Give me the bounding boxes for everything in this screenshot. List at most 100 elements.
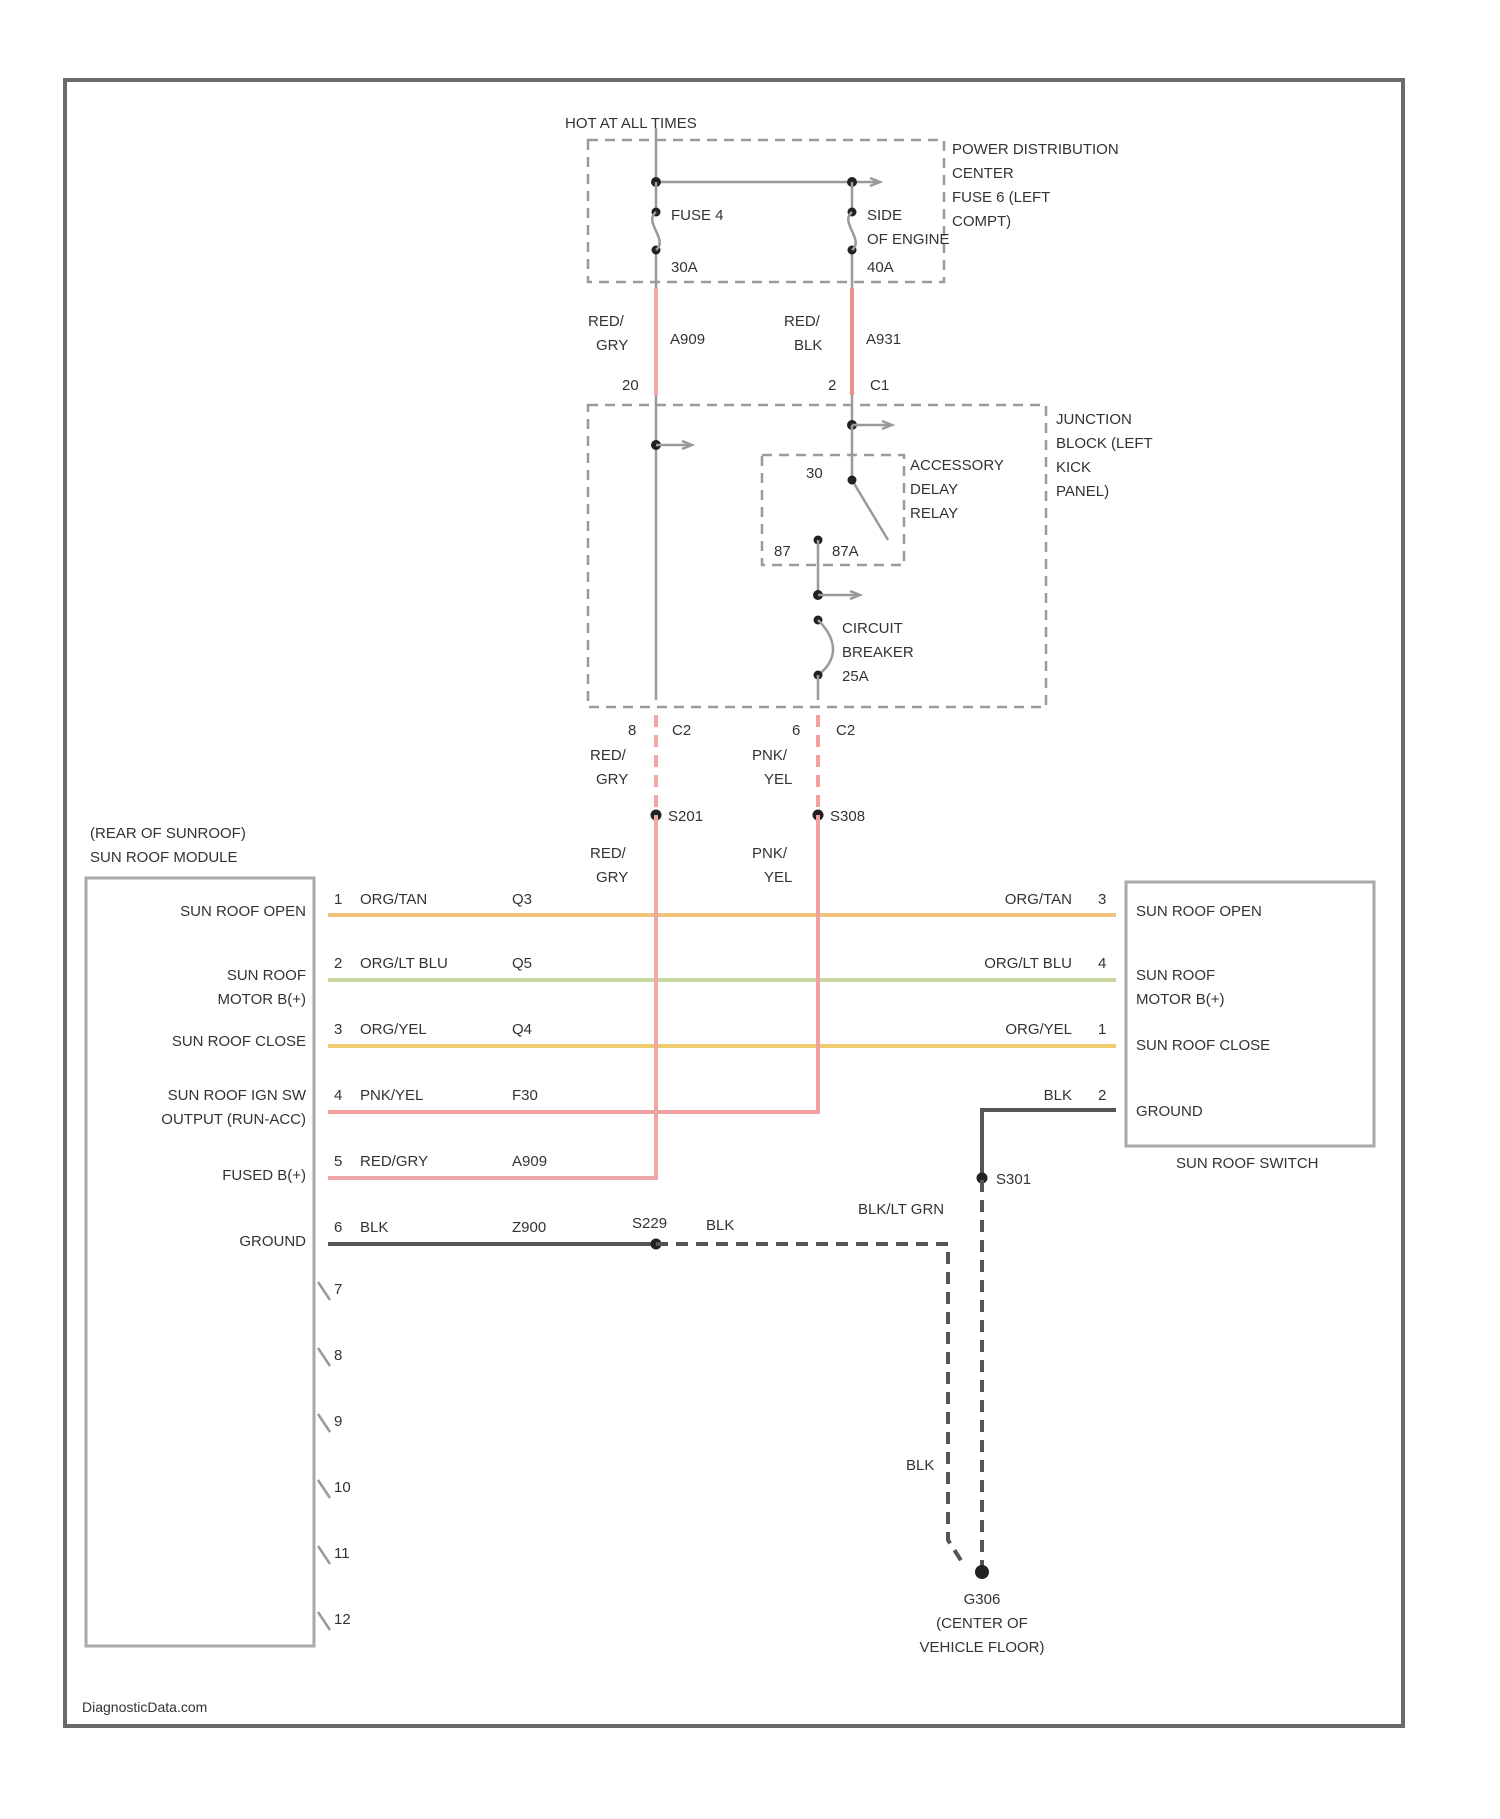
module-pin3-circuit: Q4 <box>512 1021 532 1038</box>
footer-watermark: DiagnosticData.com <box>82 1699 207 1715</box>
feed-left-circuit: A909 <box>670 331 705 348</box>
relay-label-line-3: RELAY <box>910 505 958 522</box>
relay-label-line-1: ACCESSORY <box>910 457 1004 474</box>
module-title-line-2: SUN ROOF MODULE <box>90 849 238 866</box>
module-pin4-num: 4 <box>334 1087 342 1104</box>
feed-right-pin: 2 <box>828 377 836 394</box>
lower-left-color-2: GRY <box>596 771 628 788</box>
module-pin4-name-1: SUN ROOF IGN SW <box>168 1087 307 1104</box>
module-pin3-name: SUN ROOF CLOSE <box>172 1033 306 1050</box>
g306-label-line-2: (CENTER OF <box>936 1615 1028 1632</box>
blk-label-b: BLK <box>906 1457 934 1474</box>
breaker-arrow <box>818 591 860 599</box>
switch-pin4-color: ORG/LT BLU <box>984 955 1072 972</box>
ground-point-g306 <box>975 1565 989 1579</box>
switch-pin2-num: 2 <box>1098 1087 1106 1104</box>
module-title-line-1: (REAR OF SUNROOF) <box>90 825 246 842</box>
lower-right-color2-1: PNK/ <box>752 845 788 862</box>
feed-wires: RED/ GRY A909 RED/ BLK A931 20 2 C1 <box>588 288 901 395</box>
module-pin11-num: 11 <box>334 1545 350 1562</box>
switch-pin1-name: SUN ROOF CLOSE <box>1136 1037 1270 1054</box>
lower-left-connector: C2 <box>672 722 691 739</box>
switch-pin4-num: 4 <box>1098 955 1106 972</box>
fuse4-label: FUSE 4 <box>671 207 724 224</box>
g306-label-line-1: G306 <box>964 1591 1001 1608</box>
splice-s308-label: S308 <box>830 808 865 825</box>
switch-title: SUN ROOF SWITCH <box>1176 1155 1319 1172</box>
module-pin2-num: 2 <box>334 955 342 972</box>
relay-pivot <box>848 476 857 485</box>
feed-left-color-2: GRY <box>596 337 628 354</box>
switch-pin4-name-2: MOTOR B(+) <box>1136 991 1224 1008</box>
module-pin5-color: RED/GRY <box>360 1153 428 1170</box>
switch-pin2-color: BLK <box>1044 1087 1072 1104</box>
feed-right-circuit: A931 <box>866 331 901 348</box>
module-pin6-color: BLK <box>360 1219 388 1236</box>
junction-title-line-2: BLOCK (LEFT <box>1056 435 1153 452</box>
pdc-title-line-4: COMPT) <box>952 213 1011 230</box>
relay-feed-arrow <box>852 421 892 429</box>
module-pin2-color: ORG/LT BLU <box>360 955 448 972</box>
fuse4-rating: 30A <box>671 259 698 276</box>
junction-block: JUNCTION BLOCK (LEFT KICK PANEL) ACCESSO… <box>588 395 1153 707</box>
module-pin7-num: 7 <box>334 1281 342 1298</box>
module-pin6-circuit: Z900 <box>512 1219 546 1236</box>
wire-blk-dashed <box>656 1244 962 1562</box>
module-pin12-num: 12 <box>334 1611 351 1628</box>
feed-right-color-2: BLK <box>794 337 822 354</box>
blk-lt-grn-label: BLK/LT GRN <box>858 1201 944 1218</box>
jb-left-arrow <box>656 441 692 449</box>
g306-label-line-3: VEHICLE FLOOR) <box>919 1639 1044 1656</box>
module-pin1-name: SUN ROOF OPEN <box>180 903 306 920</box>
lower-right-pin: 6 <box>792 722 800 739</box>
module-pin2-circuit: Q5 <box>512 955 532 972</box>
feed-right-color-1: RED/ <box>784 313 821 330</box>
module-pin4-name-2: OUTPUT (RUN-ACC) <box>161 1111 306 1128</box>
hot-at-all-times-label: HOT AT ALL TIMES <box>565 115 697 132</box>
lower-left-color2-2: GRY <box>596 869 628 886</box>
junction-title-line-3: KICK <box>1056 459 1091 476</box>
switch-pin2-name: GROUND <box>1136 1103 1203 1120</box>
side-fuse-rating: 40A <box>867 259 894 276</box>
splice-s229-label: S229 <box>632 1215 667 1232</box>
feed-right-connector: C1 <box>870 377 889 394</box>
breaker-label-line-1: CIRCUIT <box>842 620 903 637</box>
splice-s201-label: S201 <box>668 808 703 825</box>
side-fuse-symbol <box>848 212 856 250</box>
module-pin6-num: 6 <box>334 1219 342 1236</box>
relay-pin-30: 30 <box>806 465 823 482</box>
module-pin5-num: 5 <box>334 1153 342 1170</box>
module-pin1-circuit: Q3 <box>512 891 532 908</box>
lower-left-color-1: RED/ <box>590 747 627 764</box>
module-pin2-name-1: SUN ROOF <box>227 967 306 984</box>
module-pin4-circuit: F30 <box>512 1087 538 1104</box>
fuse4-symbol <box>652 212 660 250</box>
relay-contact-arm <box>852 425 888 540</box>
module-pin5-circuit: A909 <box>512 1153 547 1170</box>
module-pin1-num: 1 <box>334 891 342 908</box>
module-pin5-name: FUSED B(+) <box>222 1167 306 1184</box>
splice-s301-label: S301 <box>996 1171 1031 1188</box>
power-distribution-center: HOT AT ALL TIMES POWER DISTRIBUTION CENT… <box>565 115 1119 288</box>
lower-left-pin: 8 <box>628 722 636 739</box>
wire-switch-ground <box>982 1110 1116 1180</box>
pdc-title-line-2: CENTER <box>952 165 1014 182</box>
module-pin6-name: GROUND <box>239 1233 306 1250</box>
ground-wiring: S301 BLK/LT GRN S229 BLK BLK G306 (CENTE… <box>632 1110 1116 1656</box>
pdc-title-line-3: FUSE 6 (LEFT <box>952 189 1050 206</box>
breaker-label-line-3: 25A <box>842 668 869 685</box>
module-pin8-num: 8 <box>334 1347 342 1364</box>
switch-pin4-name-1: SUN ROOF <box>1136 967 1215 984</box>
side-of-engine-line-1: SIDE <box>867 207 902 224</box>
junction-title-line-4: PANEL) <box>1056 483 1109 500</box>
lower-left-color2-1: RED/ <box>590 845 627 862</box>
side-of-engine-line-2: OF ENGINE <box>867 231 950 248</box>
module-pin10-num: 10 <box>334 1479 351 1496</box>
switch-pin1-color: ORG/YEL <box>1005 1021 1072 1038</box>
lower-right-connector: C2 <box>836 722 855 739</box>
lower-feeds: 8 C2 6 C2 RED/ GRY PNK/ YEL S201 S308 RE… <box>590 715 865 886</box>
sun-roof-switch: SUN ROOF OPEN SUN ROOF MOTOR B(+) SUN RO… <box>984 882 1374 1172</box>
switch-pin1-num: 1 <box>1098 1021 1106 1038</box>
